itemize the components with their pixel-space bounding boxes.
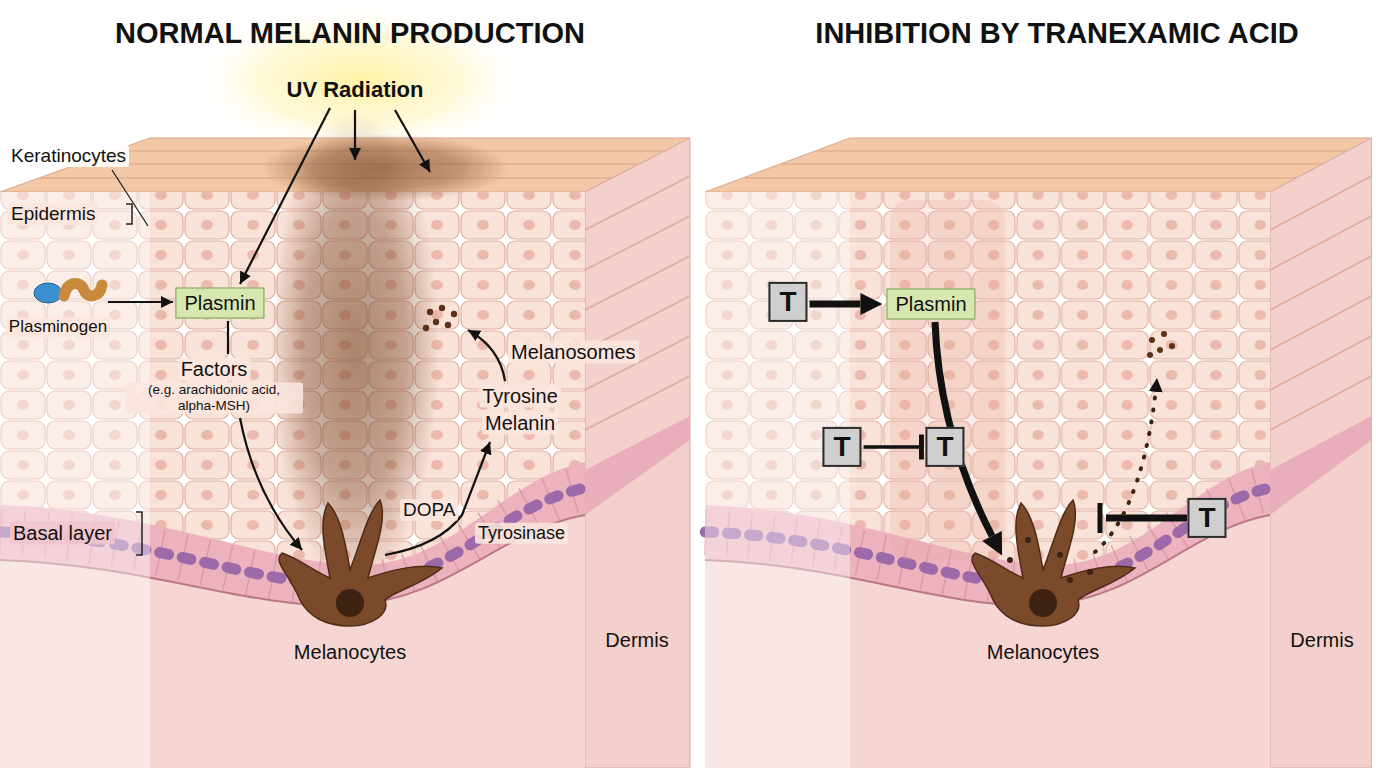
node-text: T [1198, 502, 1215, 534]
label-text: Dermis [1290, 629, 1353, 651]
node-text: Plasmin [184, 292, 255, 315]
annotation-label: Dermis [1290, 629, 1353, 652]
inhibitor-box: T [925, 427, 964, 467]
melanosome [1147, 352, 1153, 358]
node-text: Plasmin [895, 293, 966, 316]
melanosome [433, 319, 439, 325]
inhibitor-box: T [822, 427, 861, 467]
uv-arrow [240, 108, 330, 284]
granule [1067, 577, 1073, 583]
enzyme-box: Plasmin [886, 289, 975, 320]
activation-arrow [108, 301, 173, 303]
annotation-label: Tyrosine [479, 385, 561, 408]
activation-connector [810, 301, 861, 308]
melanosome [427, 309, 433, 315]
annotation-label: Basal layer [10, 522, 115, 545]
label-text: Epidermis [11, 203, 95, 224]
melanosome [1161, 331, 1167, 337]
granule [1057, 552, 1063, 558]
pathway-line [227, 321, 229, 354]
label-text: INHIBITION BY TRANEXAMIC ACID [815, 17, 1298, 49]
annotation-label: UV Radiation [287, 77, 424, 102]
melanosome [445, 322, 451, 328]
enzyme-box: Plasmin [175, 288, 264, 319]
annotation-label: Melanocytes [987, 641, 1099, 664]
label-text: NORMAL MELANIN PRODUCTION [115, 17, 585, 49]
plasminogen-symbol [34, 283, 62, 303]
melanosome [439, 305, 445, 311]
keratinocyte-column [890, 200, 1005, 560]
melanosome [1169, 343, 1175, 349]
label-text: Tyrosine [482, 385, 558, 407]
label-text: Keratinocytes [11, 145, 126, 166]
label-text: Melanosomes [511, 341, 636, 363]
melanosome [1157, 347, 1163, 353]
annotation-label: Keratinocytes [8, 145, 129, 167]
annotation-label: Melanocytes [294, 641, 406, 664]
uv-arrow [354, 110, 356, 160]
label-text: Plasminogen [9, 317, 107, 336]
annotation-label: Melanosomes [508, 341, 639, 364]
inhibition-connector [864, 445, 922, 449]
label-text: DOPA [403, 499, 455, 520]
label-text: Dermis [605, 629, 668, 651]
label-text: (e.g. arachidonic acid, alpha-MSH) [148, 382, 280, 413]
melanosome [1149, 337, 1155, 343]
node-text: T [936, 431, 953, 463]
bracket [136, 512, 142, 555]
leader-line [112, 170, 148, 226]
signal-arrow [240, 418, 302, 550]
inhibition-arrow [1106, 515, 1187, 522]
label-text: Tyrosinase [478, 523, 565, 543]
inhibition-bar [1098, 503, 1103, 533]
annotation-label: DOPA [400, 499, 458, 521]
inhibitor-box: T [768, 282, 807, 322]
melanosome [451, 311, 457, 317]
label-text: Melanin [485, 412, 555, 434]
transfer-arrow [468, 330, 505, 381]
annotation-label: Plasminogen [6, 317, 110, 337]
panel-title: NORMAL MELANIN PRODUCTION [115, 17, 585, 50]
inhibitor-box: T [1187, 498, 1226, 538]
node-text: T [779, 286, 796, 318]
node-text: T [833, 431, 850, 463]
annotation-label: Dermis [605, 629, 668, 652]
annotation-label: Melanin [482, 412, 558, 435]
label-text: Melanocytes [294, 641, 406, 663]
melanocyte-granules [1007, 537, 1093, 583]
melanosome-transfer-arrow [1095, 378, 1157, 552]
bracket [126, 204, 132, 224]
label-text: UV Radiation [287, 77, 424, 102]
melanosome [423, 325, 429, 331]
label-text: Basal layer [13, 522, 112, 544]
annotation-label: Tyrosinase [475, 523, 568, 544]
granule [1087, 569, 1093, 575]
label-text: Melanocytes [987, 641, 1099, 663]
panel-title: INHIBITION BY TRANEXAMIC ACID [815, 17, 1298, 50]
granule [1025, 537, 1031, 543]
skin-block-right [705, 138, 1371, 768]
granule [1007, 557, 1013, 563]
pathway-arrows [108, 108, 505, 555]
uv-arrow [395, 110, 430, 172]
annotation-label: (e.g. arachidonic acid, alpha-MSH) [125, 382, 303, 413]
plasminogen-symbol [64, 283, 102, 296]
annotation-label: Factors [178, 358, 251, 381]
annotation-label: Epidermis [8, 203, 98, 225]
label-text: Factors [181, 358, 248, 380]
